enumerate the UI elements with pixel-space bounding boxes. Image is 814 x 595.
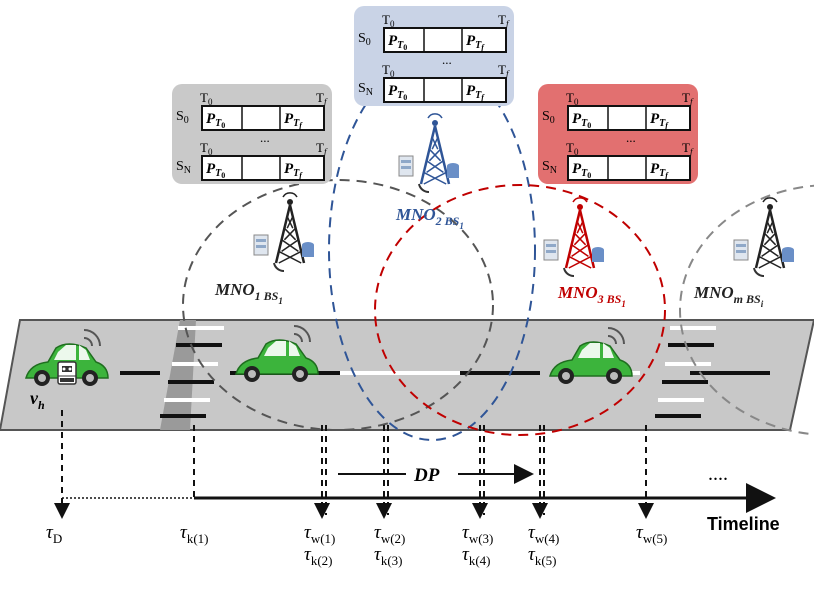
state-label: S0 [358, 31, 371, 48]
time-end-label: Tf [682, 90, 694, 107]
cell-last: PTf [650, 161, 669, 180]
time-end-label: Tf [498, 62, 510, 79]
mno1-base-station-icon [253, 192, 314, 273]
time-start-label: T0 [382, 12, 395, 29]
road [0, 319, 814, 431]
schedule-cells [383, 77, 507, 103]
car-icon-1 [25, 329, 109, 386]
state-label: SN [358, 81, 373, 98]
schedule-cells [201, 105, 325, 131]
crosswalk-left [160, 320, 224, 430]
timeline-mark-primary: τw(1) [304, 522, 335, 546]
mno2-base-station-icon [398, 113, 459, 194]
timeline-mark-primary: τw(2) [374, 522, 405, 546]
crosswalk-right [655, 326, 716, 418]
timeline-mark-secondary: τk(2) [304, 544, 332, 568]
cell-first: PT0 [388, 33, 407, 52]
timeline-mark-primary: τw(5) [636, 522, 667, 546]
schedule-ellipsis: ... [260, 130, 270, 145]
time-start-label: T0 [566, 90, 579, 107]
time-start-label: T0 [200, 140, 213, 157]
cell-first: PT0 [206, 111, 225, 130]
car-icon-2 [235, 325, 319, 382]
mno3-coverage [374, 184, 666, 436]
time-start-label: T0 [200, 90, 213, 107]
time-end-label: Tf [498, 12, 510, 29]
cell-last: PTf [284, 161, 303, 180]
dp-label: DP [413, 465, 440, 486]
timeline-axis: .... Timeline [62, 463, 780, 534]
timeline-mark-primary: τw(3) [462, 522, 493, 546]
time-end-label: Tf [316, 90, 328, 107]
cell-last: PTf [466, 83, 485, 102]
state-label: SN [542, 159, 557, 176]
cell-first: PT0 [572, 161, 591, 180]
vehicle-label: vh [30, 388, 45, 412]
timeline-marks: τD τk(1) τw(1)τk(2) τw(2)τk(3) τw(3)τk(4) τw(… [46, 522, 667, 568]
timeline-label: Timeline [707, 514, 780, 534]
timeline-mark-secondary: τk(5) [528, 544, 556, 568]
state-label: S0 [542, 109, 555, 126]
timeline-mark-primary: τk(1) [180, 522, 208, 546]
mno1-coverage [182, 179, 494, 431]
cell-last: PTf [284, 111, 303, 130]
schedule-cells [201, 155, 325, 181]
cell-last: PTf [466, 33, 485, 52]
cell-first: PT0 [388, 83, 407, 102]
event-drop-lines [54, 410, 654, 519]
cell-last: PTf [650, 111, 669, 130]
schedule-ellipsis: ... [442, 52, 452, 67]
mnom-base-station-icon [733, 197, 794, 278]
schedule-cells [383, 27, 507, 53]
time-start-label: T0 [566, 140, 579, 157]
timeline-mark-primary: τD [46, 522, 62, 546]
schedule-cells [567, 155, 691, 181]
state-label: SN [176, 159, 191, 176]
timeline-ellipsis: .... [708, 463, 728, 485]
timeline-mark-primary: τw(4) [528, 522, 559, 546]
timeline-mark-secondary: τk(3) [374, 544, 402, 568]
robot-icon [57, 361, 77, 385]
car-icon-3 [549, 327, 633, 384]
state-label: S0 [176, 109, 189, 126]
cell-first: PT0 [572, 111, 591, 130]
time-end-label: Tf [682, 140, 694, 157]
schedule-cells [567, 105, 691, 131]
mnom-coverage [679, 184, 814, 436]
cell-first: PT0 [206, 161, 225, 180]
time-end-label: Tf [316, 140, 328, 157]
timeline-mark-secondary: τk(4) [462, 544, 490, 568]
dp-interval: DP [338, 464, 534, 486]
schedule-ellipsis: ... [626, 130, 636, 145]
time-start-label: T0 [382, 62, 395, 79]
mno3-base-station-icon [543, 197, 604, 278]
